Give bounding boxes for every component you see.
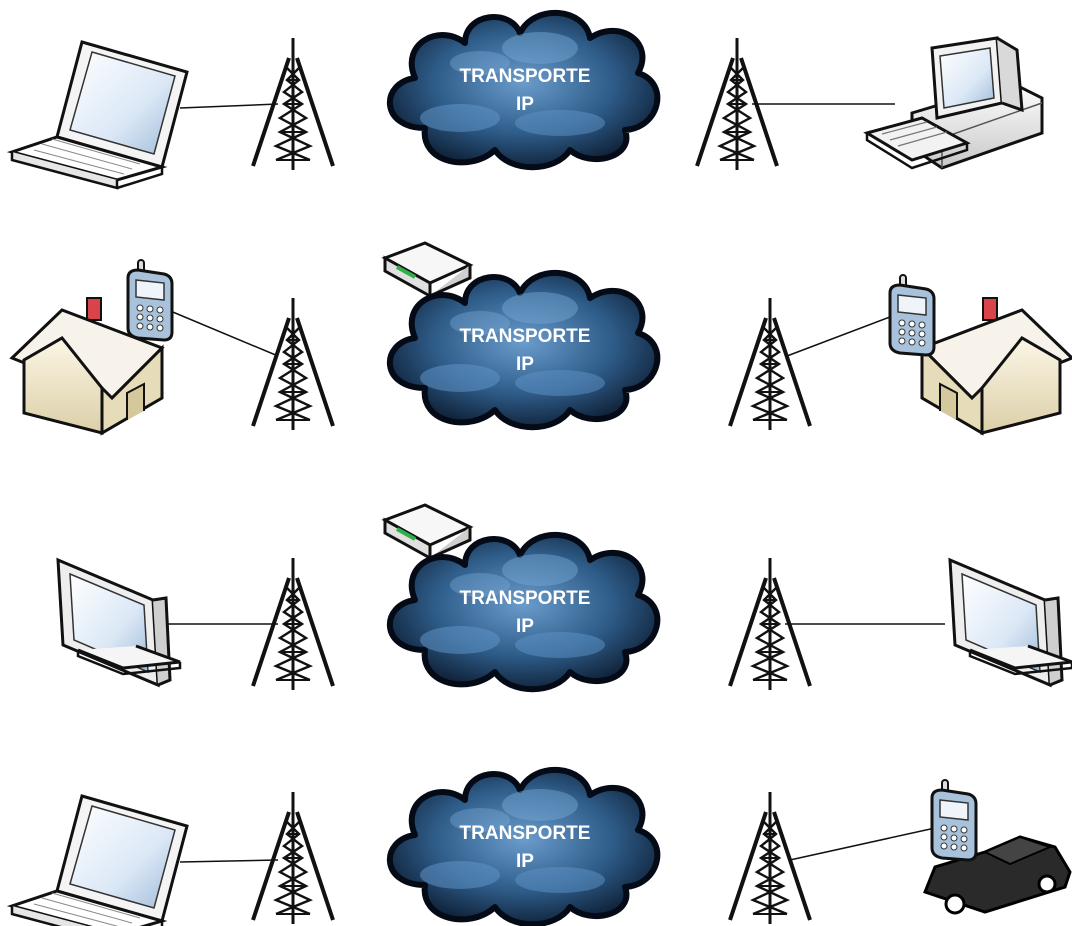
monitor-icon — [950, 560, 1072, 685]
cloud-transporte-ip: TRANSPORTE IP — [390, 770, 657, 924]
row-3: TRANSPORTE IP — [58, 505, 1072, 690]
laptop-icon — [12, 796, 187, 926]
connection-line — [790, 828, 935, 860]
modem-icon — [385, 505, 470, 558]
cloud-label-line1: TRANSPORTE — [460, 66, 591, 87]
cloud-label-line2: IP — [516, 94, 534, 115]
connection-line — [168, 310, 278, 356]
laptop-icon — [12, 42, 187, 188]
cloud-label-line2: IP — [516, 616, 534, 637]
desktop-computer-icon — [867, 38, 1042, 168]
cell-phone-icon — [890, 275, 934, 355]
cloud-transporte-ip: TRANSPORTE IP — [390, 535, 657, 689]
row-1: TRANSPORTE IP — [12, 13, 1042, 188]
row-4: TRANSPORTE IP — [12, 770, 1070, 926]
radio-tower-icon — [730, 298, 810, 430]
cloud-transporte-ip: TRANSPORTE IP — [390, 13, 657, 167]
house-icon — [922, 298, 1072, 433]
connection-line — [787, 315, 895, 356]
cloud-label-line1: TRANSPORTE — [460, 588, 591, 609]
radio-tower-icon — [253, 792, 333, 924]
cloud-transporte-ip: TRANSPORTE IP — [390, 273, 657, 427]
connection-line — [180, 104, 278, 108]
cell-phone-icon — [128, 260, 172, 340]
cloud-label-line1: TRANSPORTE — [460, 823, 591, 844]
cell-phone-icon — [932, 780, 976, 860]
cloud-label-line2: IP — [516, 354, 534, 375]
radio-tower-icon — [253, 298, 333, 430]
connection-line — [180, 860, 278, 862]
cloud-label-line1: TRANSPORTE — [460, 326, 591, 347]
row-2: TRANSPORTE IP — [12, 243, 1072, 433]
modem-icon — [385, 243, 470, 296]
monitor-icon — [58, 560, 180, 685]
cloud-label-line2: IP — [516, 851, 534, 872]
